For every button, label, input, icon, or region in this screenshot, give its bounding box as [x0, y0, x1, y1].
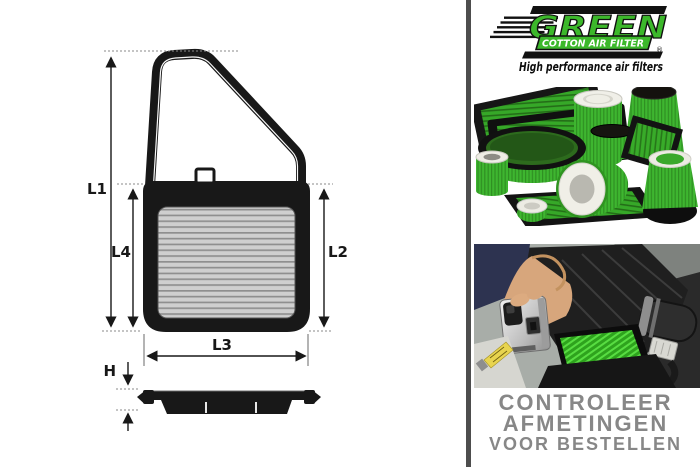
- extension-lines: [102, 50, 333, 411]
- measurement-photo: [474, 244, 700, 388]
- fingertip-2: [527, 288, 543, 300]
- mini-filter: [516, 198, 548, 222]
- finger-shading: [531, 254, 567, 292]
- measuring-tape: [499, 295, 551, 355]
- dim-label-l4: L4: [111, 243, 131, 261]
- logo-bottom-bar: [522, 51, 663, 59]
- l3-extension-lines: [143, 334, 309, 366]
- round-filter-left: [475, 150, 509, 196]
- cone-filter-center: [556, 159, 629, 218]
- panel-divider: [466, 0, 471, 467]
- brand-subtitle: High performance air filters: [519, 60, 663, 74]
- warning-line-2: AFMETINGEN: [502, 410, 669, 436]
- green-filter-installed: [538, 324, 676, 388]
- brand-logo: GREEN COTTON AIR FILTER ® High performan…: [486, 3, 698, 83]
- filter-side-view: [137, 390, 321, 414]
- filter-tab: [194, 167, 216, 185]
- logo-top-bar: [530, 6, 667, 14]
- warning-text: CONTROLEER AFMETINGEN VOOR BESTELLEN: [471, 390, 700, 455]
- oval-filter: [478, 126, 586, 183]
- intake-duct: [637, 296, 698, 343]
- registered-mark: ®: [656, 46, 663, 54]
- dimension-arrows: [105, 56, 330, 431]
- dim-label-l1: L1: [87, 180, 107, 198]
- tape-blade: [475, 341, 514, 372]
- sleeve: [474, 244, 530, 310]
- dim-label-l3: L3: [212, 336, 232, 354]
- filter-top-view: [143, 48, 310, 332]
- brand-banner-text: COTTON AIR FILTER: [542, 39, 644, 50]
- dimension-diagram: L1 L4 L2 L3 H: [87, 48, 348, 431]
- warning-line-3: VOOR BESTELLEN: [488, 434, 682, 454]
- product-collage-photo: [474, 87, 700, 226]
- bracket: [474, 336, 526, 388]
- logo-speed-lines: [490, 16, 558, 39]
- dim-label-h: H: [103, 362, 116, 380]
- warning-line-1: CONTROLEER: [498, 390, 673, 415]
- fingertip: [510, 293, 530, 307]
- logo-banner: [534, 35, 654, 51]
- dim-label-l2: L2: [328, 243, 348, 261]
- cone-filter-right: [642, 150, 698, 224]
